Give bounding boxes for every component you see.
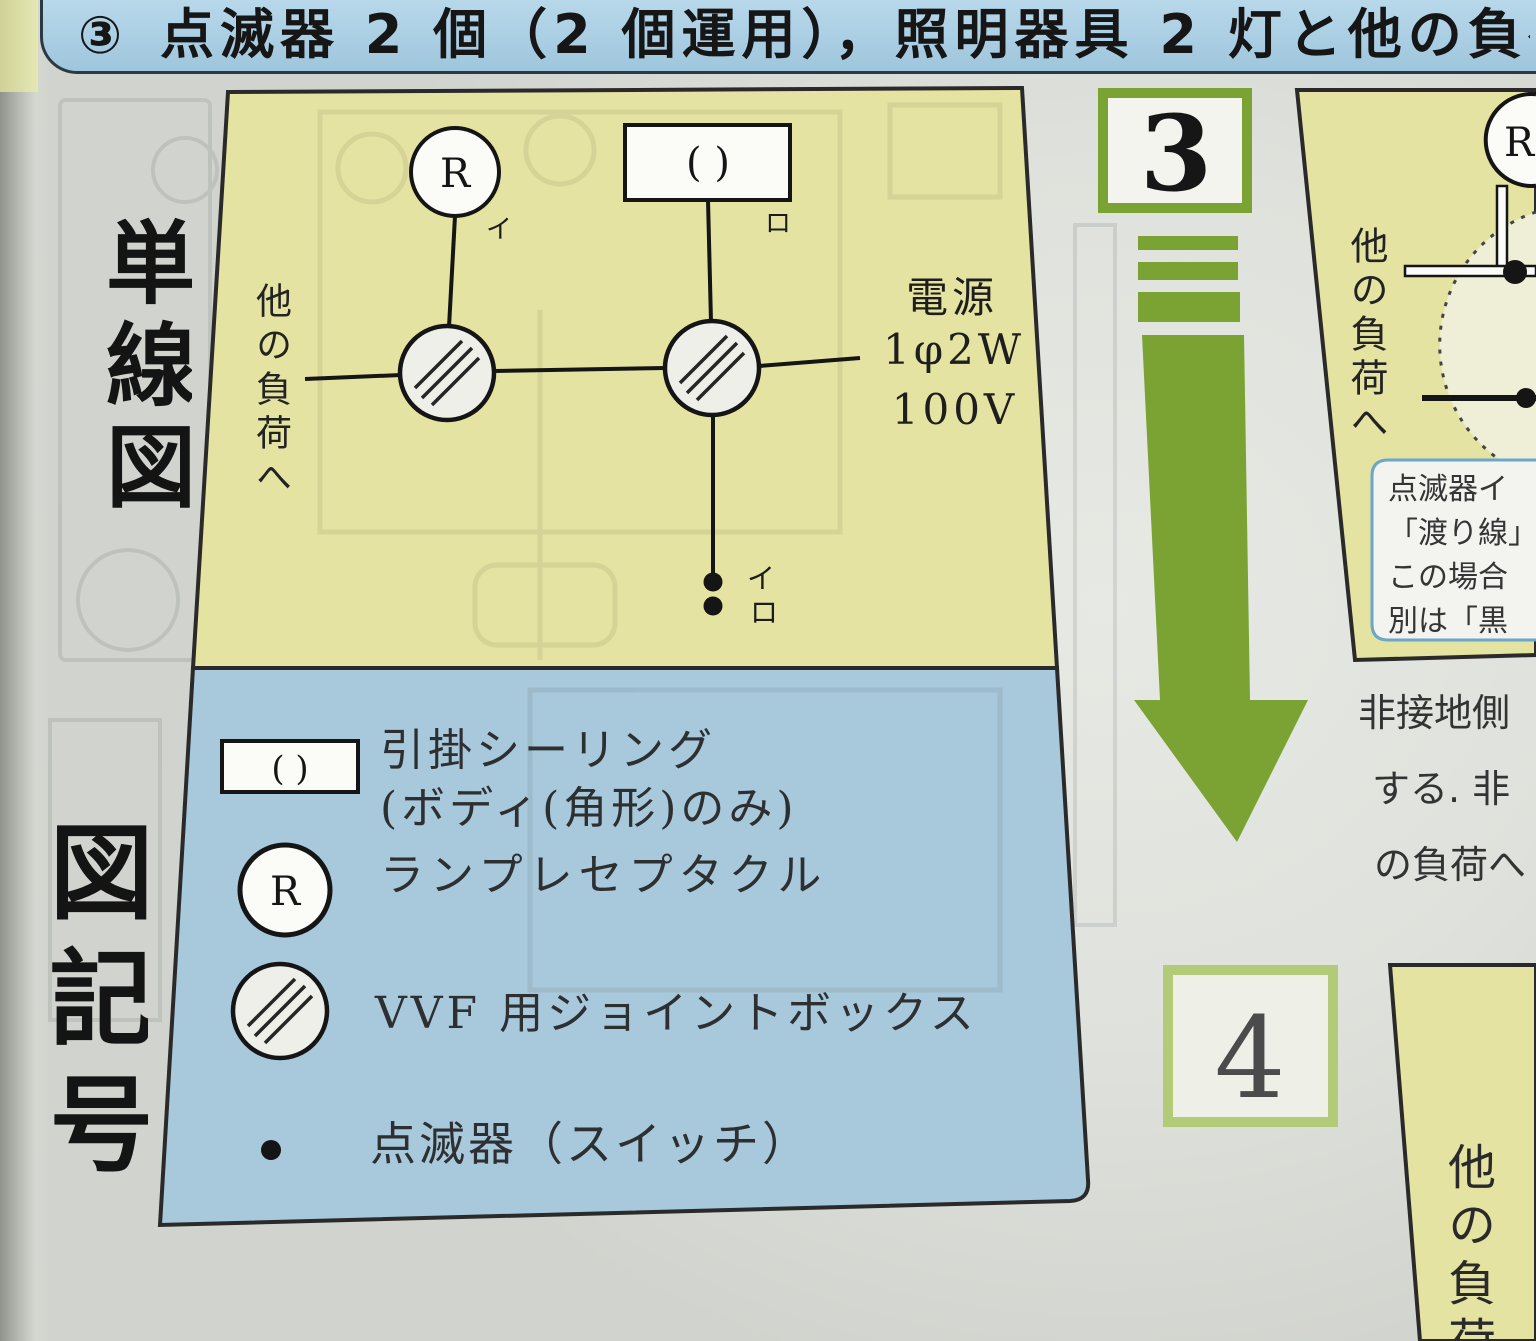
legend-joint-box-icon — [233, 964, 327, 1058]
legend-ceiling-rose-icon — [220, 739, 360, 794]
step-3-note-line: 点滅器イ — [1388, 472, 1508, 507]
show-through-circle-center-2 — [523, 113, 597, 187]
legend-lamp-receptacle-icon — [237, 842, 333, 938]
body-text-line: の負荷へ — [1374, 843, 1527, 887]
body-text-line: する. 非 — [1372, 767, 1511, 811]
wire-ceiling-rose — [706, 199, 713, 323]
arrow-stripe-2 — [1138, 262, 1238, 280]
legend-ceiling-rose-name: 引掛シーリング — [380, 725, 716, 776]
show-through-circle-center-1 — [335, 131, 409, 205]
lamp-receptacle-letter: R — [440, 151, 472, 197]
show-through-frame-center — [317, 109, 843, 535]
switch-label-ro: ロ — [750, 596, 778, 629]
symbol-legend-panel — [157, 666, 1091, 1228]
section-title: 点滅器 2 個（2 個運用），照明器具 2 灯と他の負荷 — [160, 3, 1530, 66]
legend-ceiling-rose-note: (ボディ(角形)のみ) — [380, 783, 798, 834]
switch-dot-i — [703, 572, 723, 592]
show-through-frame-middle — [1073, 223, 1117, 927]
legend-switch-dot-icon — [261, 1140, 281, 1160]
progress-arrow — [1134, 236, 1308, 842]
show-through-circle-left-top — [151, 136, 219, 204]
wire-lamp-receptacle — [447, 215, 457, 328]
legend-switch-name: 点滅器（スイッチ） — [370, 1117, 811, 1171]
show-through-frame-legend — [527, 687, 1003, 993]
joint-box-right — [665, 321, 759, 415]
step-3-lamp-receptacle-symbol — [1483, 92, 1536, 188]
step-3-connection-dot-lower — [1516, 388, 1536, 408]
section-header: ③ 点滅器 2 個（2 個運用），照明器具 2 灯と他の負荷 — [40, 0, 1536, 74]
section-number: ③ — [77, 6, 123, 66]
wire-other-load — [304, 373, 402, 381]
power-source-voltage: 100V — [892, 385, 1019, 434]
symbols-label: 図記号 — [36, 818, 148, 1196]
step-3-other-load-label: 他の負荷へ — [1344, 226, 1388, 446]
step-3-note-callout — [1370, 458, 1536, 642]
step-3-note-line: 別は「黒 — [1388, 604, 1508, 639]
switch-label-i: イ — [747, 562, 775, 595]
show-through-box-lower — [472, 562, 618, 648]
step-3-note-line: 「渡り線」 — [1388, 516, 1534, 551]
joint-box-left — [400, 326, 494, 420]
step-3-connection-dot-upper — [1503, 260, 1527, 284]
power-source-phase: 1φ2W — [883, 325, 1025, 374]
step-4-number: 4 — [1214, 994, 1285, 1124]
legend-lamp-receptacle-letter: R — [270, 869, 302, 915]
lamp-wire-label: イ — [486, 215, 512, 245]
ceiling-rose-mark: ( ) — [686, 140, 730, 186]
step-3-number: 3 — [1140, 92, 1212, 215]
step-3-cable-horizontal — [1403, 264, 1536, 278]
step-3-note-line: この場合 — [1388, 560, 1508, 595]
step-3-lamp-letter: R — [1504, 120, 1536, 166]
show-through-box-right — [887, 102, 1003, 200]
step-4-frame — [1163, 965, 1338, 1127]
arrow-stripe-3 — [1138, 292, 1240, 322]
page-stack-edge — [0, 0, 48, 1341]
switch-dot-ro — [703, 596, 723, 616]
legend-joint-box-name: VVF 用ジョイントボックス — [374, 988, 978, 1039]
arrow-stripe-1 — [1138, 236, 1238, 250]
step-3-cable-vertical — [1495, 184, 1509, 272]
step-3-frame — [1098, 88, 1252, 213]
show-through-frame-left-lower — [48, 718, 162, 1022]
ceiling-wire-label: ロ — [765, 209, 791, 239]
legend-lamp-receptacle-name: ランプレセプタクル — [380, 850, 827, 901]
page-corner-tab — [0, 0, 38, 92]
wire-between-joint-boxes — [493, 366, 666, 373]
lamp-receptacle-symbol — [409, 126, 501, 218]
step-4-other-load-label: 他の負荷 — [1439, 1142, 1495, 1341]
arrow-down-icon — [1134, 335, 1308, 842]
diagram-other-load-label: 他の負荷へ — [250, 282, 291, 502]
body-text-line: 非接地側 — [1358, 691, 1511, 735]
diagram-wires — [304, 199, 861, 582]
legend-ceiling-rose-mark: ( ) — [271, 749, 308, 789]
ceiling-rose-symbol — [623, 123, 792, 202]
single-line-diagram-label: 単線図 — [92, 216, 192, 522]
power-source-title: 電源 — [906, 273, 998, 322]
show-through-circle-left-bottom — [76, 548, 180, 652]
step-4-panel — [1387, 963, 1536, 1341]
wire-power-source — [758, 356, 861, 368]
